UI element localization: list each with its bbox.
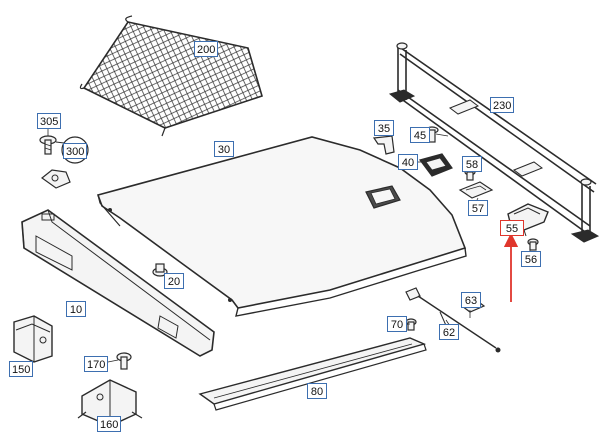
screw-305 (39, 135, 57, 155)
callout-160: 160 (97, 416, 121, 432)
callout-30: 30 (214, 141, 234, 157)
bracket-35 (372, 135, 395, 155)
callout-45: 45 (410, 127, 430, 143)
callout-80: 80 (307, 383, 327, 399)
callout-62: 62 (439, 324, 459, 340)
callout-170: 170 (84, 356, 108, 372)
rail-80 (198, 337, 427, 411)
side-panel-10 (21, 209, 215, 357)
callout-70: 70 (387, 316, 407, 332)
latch-57 (458, 181, 494, 199)
callout-300: 300 (63, 143, 87, 159)
callout-10: 10 (66, 301, 86, 317)
cargo-net (79, 15, 263, 137)
callout-63: 63 (461, 292, 481, 308)
callout-150: 150 (9, 361, 33, 377)
callout-58: 58 (462, 156, 482, 172)
callout-56: 56 (521, 251, 541, 267)
grommet-20 (152, 263, 168, 277)
bracket-150 (13, 315, 53, 363)
screw-170 (116, 352, 132, 370)
clip-70 (405, 318, 417, 331)
cable-62 (405, 287, 501, 353)
callout-230: 230 (490, 97, 514, 113)
callout-57: 57 (468, 200, 488, 216)
callout-20: 20 (164, 273, 184, 289)
cargo-barrier-230 (388, 42, 600, 243)
floor-board-30 (96, 136, 467, 317)
callout-35: 35 (374, 120, 394, 136)
handle-40 (418, 153, 453, 177)
callout-55: 55 (500, 220, 524, 236)
callout-305: 305 (37, 113, 61, 129)
screw-56 (527, 238, 539, 251)
callout-200: 200 (194, 41, 218, 57)
callout-40: 40 (398, 154, 418, 170)
